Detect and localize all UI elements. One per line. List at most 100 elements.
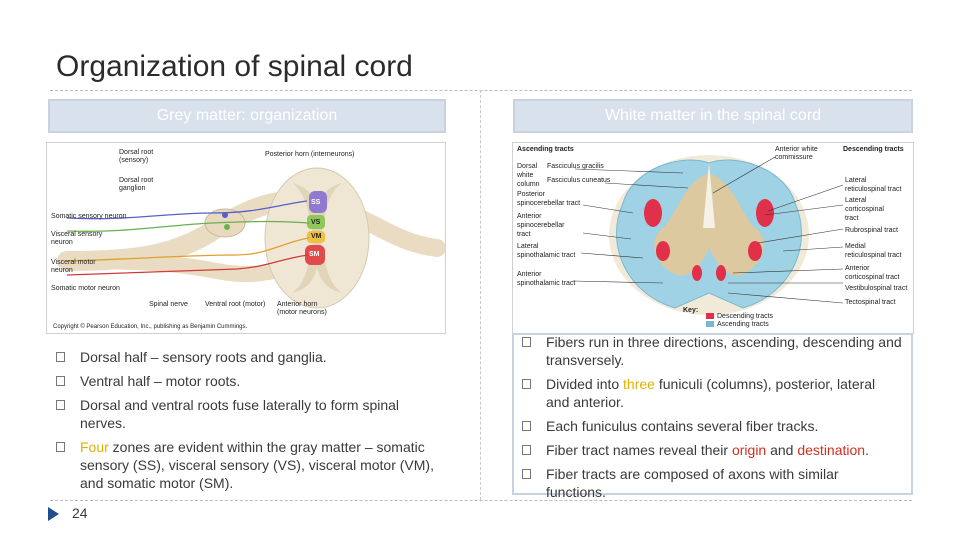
bullet-text: Dorsal half – sensory roots and ganglia. [80, 349, 327, 365]
label-dorsal-root-ganglion: Dorsal root [119, 177, 154, 184]
white-matter-bullet: Fibers run in three directions, ascendin… [522, 333, 902, 369]
title-divider [50, 90, 912, 91]
bullet-text: Divided into [546, 376, 624, 392]
white-matter-bullet: Divided into three funiculi (columns), p… [522, 375, 902, 411]
label-vs: VS [311, 219, 321, 226]
bullet-text: zones are evident within the gray matter… [80, 439, 434, 491]
label-ventral-root: Ventral root (motor) [205, 301, 266, 308]
highlighted-text: Four [80, 439, 109, 455]
label-sm: SM [309, 251, 320, 258]
label-somatic-sensory: Somatic sensory neuron [51, 213, 127, 220]
bullet-box-icon [56, 442, 65, 452]
label-fasciculus-cuneatus: Fasciculus cuneatus [547, 177, 611, 184]
highlighted-text: destination [797, 442, 866, 458]
bullet-text: funiculi (columns), posterior, lateral a… [546, 376, 876, 410]
label-medial-reticulospinal: Medial [845, 243, 866, 250]
label-posterior-horn: Posterior horn (interneurons) [265, 151, 355, 158]
label-lateral-reticulospinal-2: reticulospinal tract [845, 186, 902, 193]
label-visceral-sensory-2: neuron [51, 239, 73, 246]
white-matter-illustration [572, 155, 844, 327]
label-anterior-spinothalamic: Anterior [517, 271, 542, 278]
label-dorsal-white-3: column [517, 181, 540, 188]
label-lateral-reticulospinal: Lateral [845, 177, 867, 184]
white-matter-header: White matter in the spinal cord [513, 99, 913, 133]
label-anterior-spinocerebellar: Anterior [517, 213, 542, 220]
label-dorsal-white: Dorsal [517, 163, 538, 170]
key-descending: Descending tracts [717, 313, 774, 320]
label-vm: VM [311, 233, 322, 240]
grey-matter-bullets: Dorsal half – sensory roots and ganglia.… [56, 348, 436, 492]
label-lateral-corticospinal: Lateral [845, 197, 867, 204]
grey-matter-bullet: Ventral half – motor roots. [56, 372, 436, 390]
page-marker-icon [48, 507, 59, 521]
label-anterior-horn: Anterior horn [277, 301, 318, 308]
label-posterior-spinocerebellar: Posterior [517, 191, 546, 198]
white-matter-figure: Ascending tracts Descending tracts Anter… [512, 142, 914, 334]
bullet-text: Dorsal and ventral roots fuse laterally … [80, 397, 400, 431]
white-matter-text-frame [512, 333, 913, 495]
bullet-text: and [766, 442, 798, 458]
label-lateral-corticospinal-3: tract [845, 215, 859, 222]
bullet-box-icon [522, 469, 531, 479]
grey-matter-header: Grey matter: organization [48, 99, 446, 133]
label-anterior-spinocerebellar-3: tract [517, 231, 531, 238]
label-tectospinal: Tectospinal tract [845, 299, 896, 306]
label-somatic-motor: Somatic motor neuron [51, 285, 120, 292]
bullet-box-icon [56, 400, 65, 410]
page-number: 24 [72, 505, 88, 521]
key-ascending: Ascending tracts [717, 321, 769, 328]
label-dorsal-root-sub: (sensory) [119, 157, 149, 164]
label-dorsal-root-ganglion-2: ganglion [119, 185, 146, 192]
white-matter-bullet: Fiber tract names reveal their origin an… [522, 441, 902, 459]
copyright-note: Copyright © Pearson Education, Inc., pub… [53, 324, 248, 330]
bullet-text: Each funiculus contains several fiber tr… [546, 418, 819, 434]
bullet-box-icon [56, 376, 65, 386]
label-vestibulospinal: Vestibulospinal tract [845, 285, 908, 292]
label-rubrospinal: Rubrospinal tract [845, 227, 898, 234]
label-anterior-spinocerebellar-2: spinocerebellar [517, 222, 565, 229]
grey-matter-bullet: Dorsal half – sensory roots and ganglia. [56, 348, 436, 366]
footer-divider [50, 500, 912, 501]
bullet-text: Fiber tract names reveal their [546, 442, 732, 458]
label-anterior-white-2: commissure [775, 154, 813, 161]
grey-matter-bullet: Dorsal and ventral roots fuse laterally … [56, 396, 436, 432]
label-lateral-spinothalamic: Lateral [517, 243, 539, 250]
label-anterior-corticospinal-2: corticospinal tract [845, 274, 900, 281]
label-descending-tracts: Descending tracts [843, 146, 904, 153]
bullet-text: . [865, 442, 869, 458]
label-spinal-nerve: Spinal nerve [149, 301, 188, 308]
label-lateral-corticospinal-2: corticospinal [845, 206, 884, 213]
label-lateral-spinothalamic-2: spinothalamic tract [517, 252, 576, 259]
bullet-box-icon [56, 352, 65, 362]
label-posterior-spinocerebellar-2: spinocerebellar tract [517, 200, 581, 207]
white-matter-bullet: Fiber tracts are composed of axons with … [522, 465, 902, 501]
grey-matter-bullet: Four zones are evident within the gray m… [56, 438, 436, 492]
label-anterior-white: Anterior white [775, 146, 818, 153]
column-divider [480, 90, 481, 500]
label-visceral-sensory: Visceral sensory [51, 231, 103, 238]
bullet-box-icon [522, 337, 531, 347]
bullet-box-icon [522, 445, 531, 455]
label-anterior-horn-2: (motor neurons) [277, 309, 327, 316]
label-dorsal-white-2: white [517, 172, 534, 179]
white-matter-bullets: Fibers run in three directions, ascendin… [522, 333, 902, 501]
bullet-box-icon [522, 379, 531, 389]
grey-matter-illustration [57, 167, 446, 309]
label-fasciculus-gracilis: Fasciculus gracilis [547, 163, 604, 170]
label-anterior-spinothalamic-2: spinothalamic tract [517, 280, 576, 287]
highlighted-text: origin [731, 442, 767, 458]
bullet-box-icon [522, 421, 531, 431]
highlighted-text: three [623, 376, 655, 392]
label-visceral-motor-2: neuron [51, 267, 73, 274]
label-ss: SS [311, 199, 321, 206]
bullet-text: Fiber tracts are composed of axons with … [546, 466, 839, 500]
bullet-text: Fibers run in three directions, ascendin… [546, 334, 902, 368]
key-label: Key: [683, 307, 699, 314]
white-matter-bullet: Each funiculus contains several fiber tr… [522, 417, 902, 435]
bullet-text: Ventral half – motor roots. [80, 373, 241, 389]
label-dorsal-root: Dorsal root [119, 149, 154, 156]
label-medial-reticulospinal-2: reticulospinal tract [845, 252, 902, 259]
grey-matter-figure: Dorsal root (sensory) Dorsal root gangli… [46, 142, 446, 334]
label-visceral-motor: Visceral motor [51, 259, 96, 266]
label-ascending-tracts: Ascending tracts [517, 146, 574, 153]
